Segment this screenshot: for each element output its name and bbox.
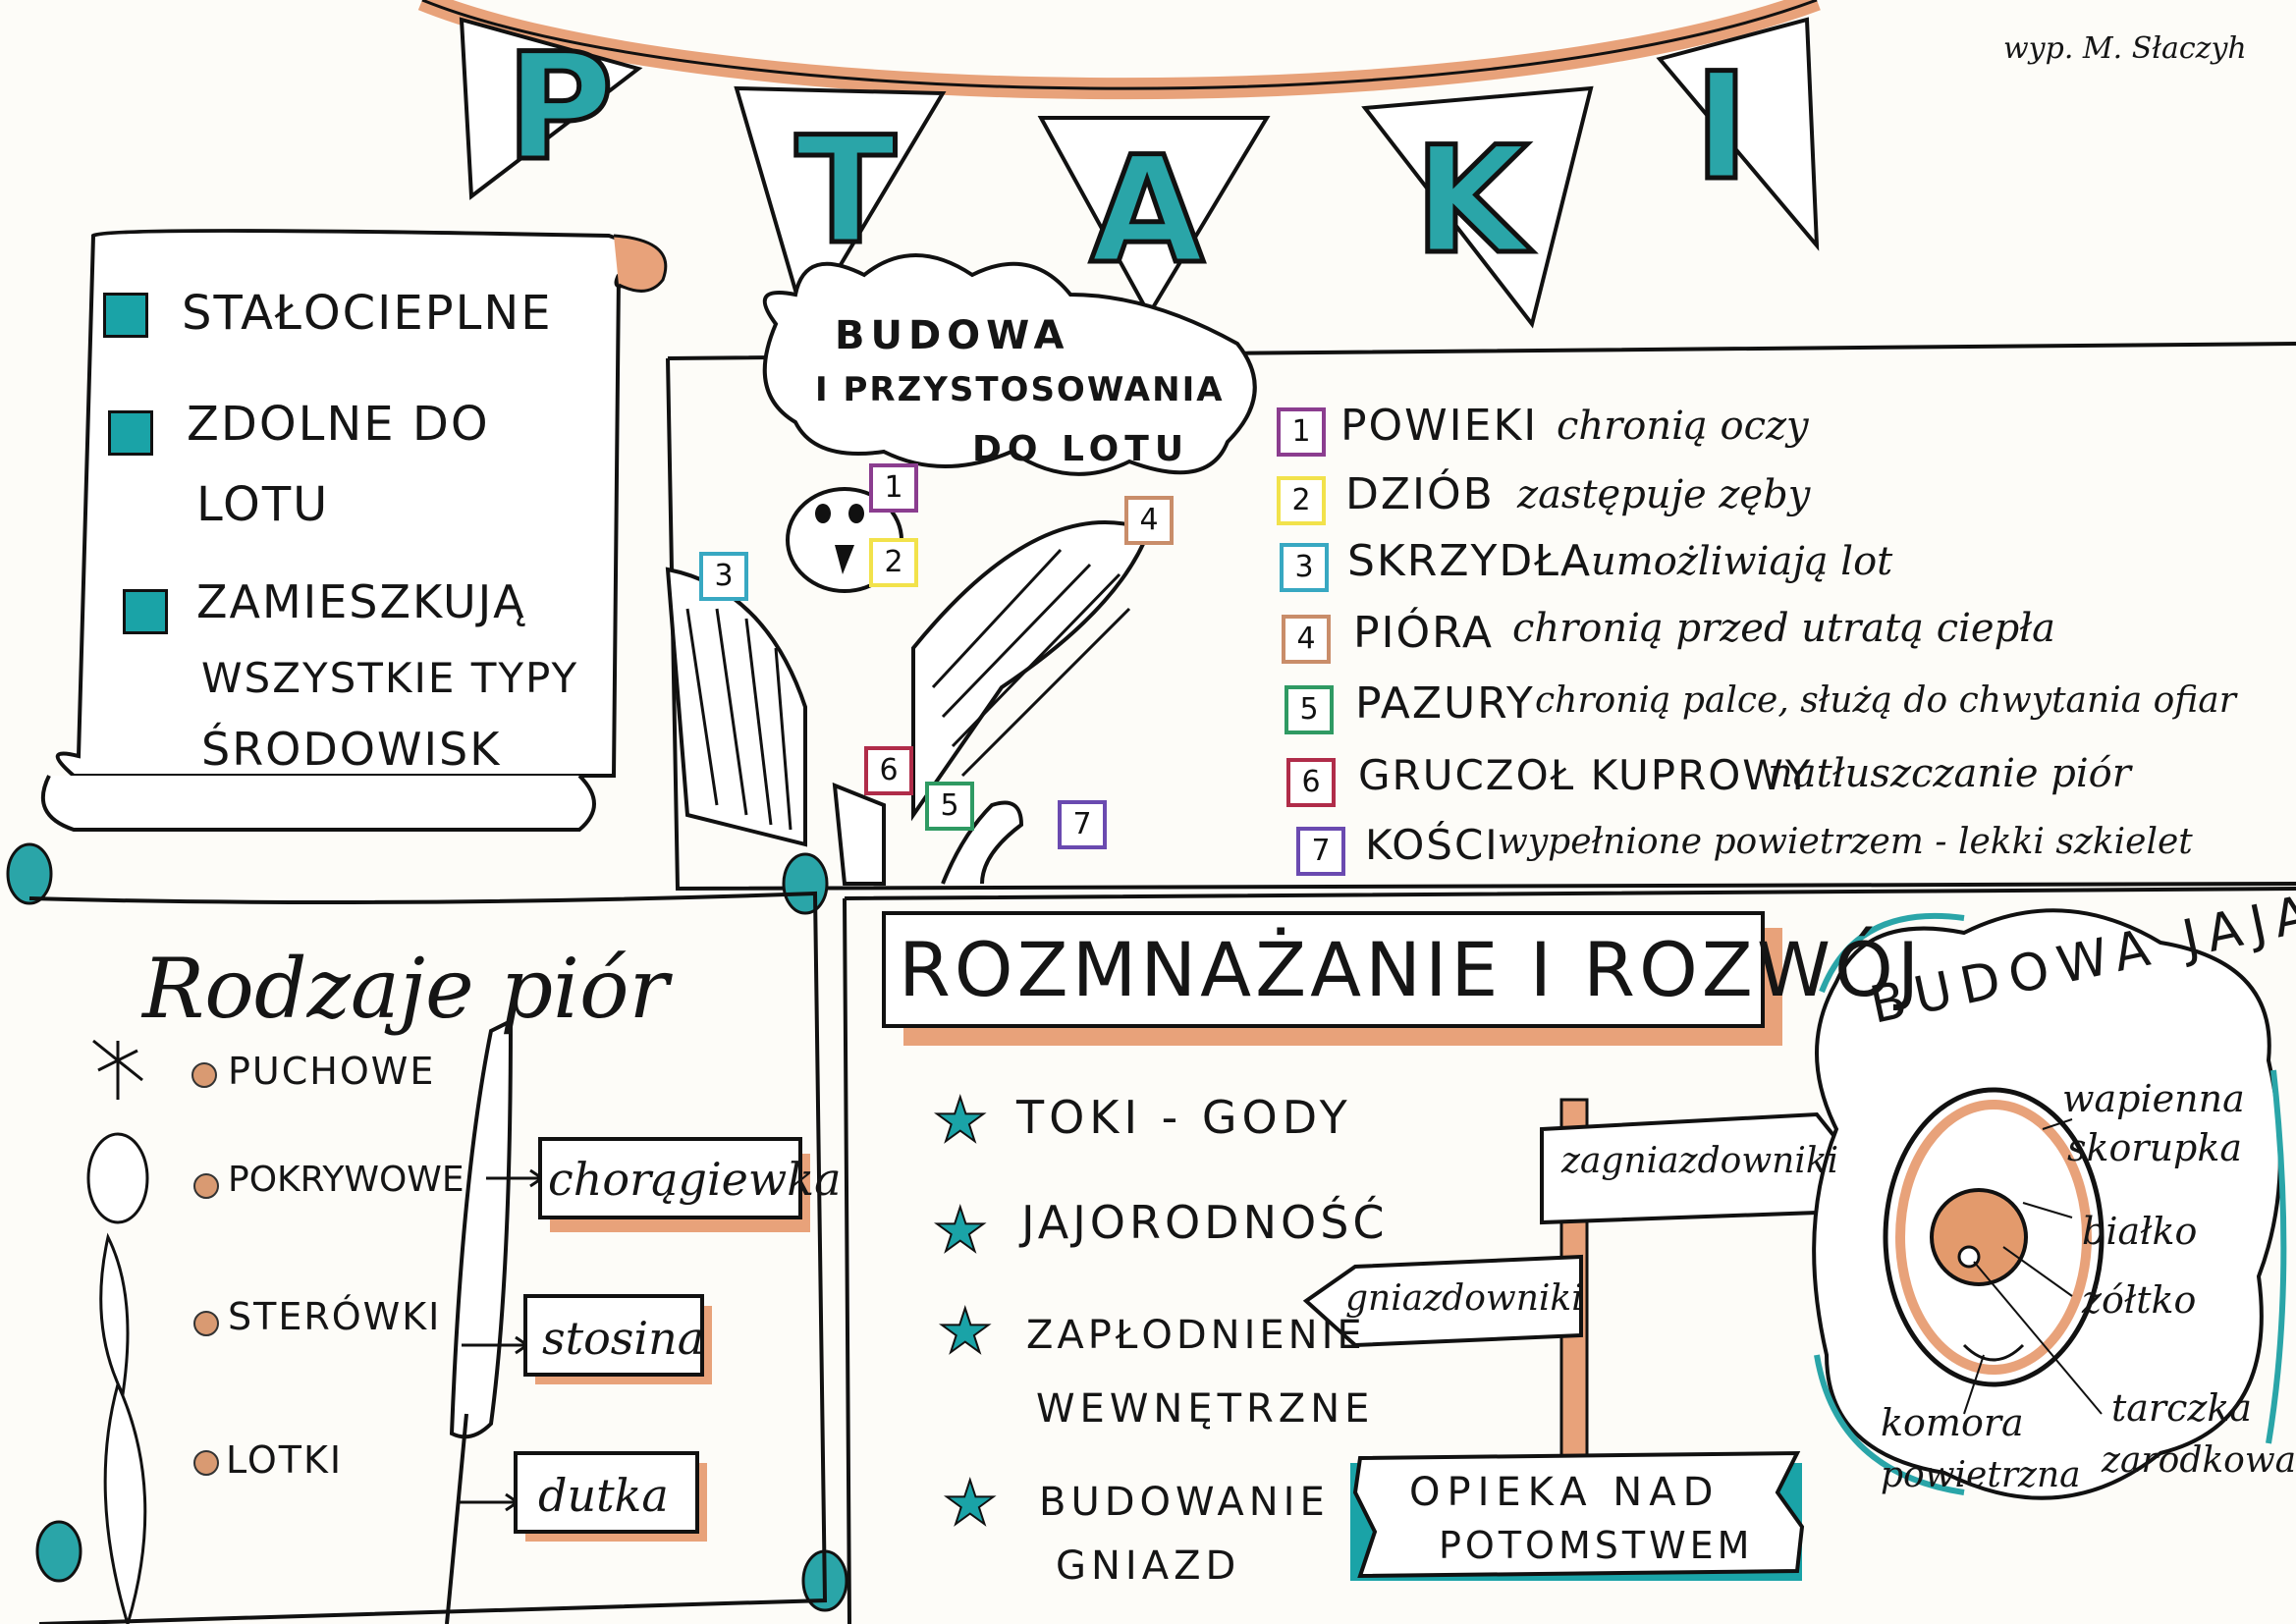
title-letter: K [1411, 116, 1530, 287]
bird-left-wing [665, 567, 807, 847]
title-letter: P [504, 23, 617, 193]
flag-p [459, 17, 643, 200]
adaptation-name: SKRZYDŁA [1347, 536, 1593, 586]
bullet-dot [191, 1062, 217, 1088]
star-icon: ★ [942, 1467, 999, 1539]
care-box [1352, 1450, 1805, 1579]
list-number: 7 [1296, 827, 1345, 876]
egg-label: komora [1881, 1401, 2024, 1444]
flag-i [1656, 17, 1820, 251]
trait-text: WSZYSTKIE TYPY [201, 654, 579, 702]
signpost-label: zagniazdowniki [1561, 1141, 1839, 1181]
signpost-label: gniazdowniki [1345, 1278, 1583, 1319]
marker-1: 1 [869, 463, 918, 513]
cloud-title-line: BUDOWA [835, 313, 1070, 358]
trait-text: LOTU [196, 477, 330, 532]
reproduction-item: TOKI - GODY [1016, 1091, 1352, 1144]
feather-type: PUCHOWE [228, 1050, 436, 1093]
marker-5: 5 [925, 782, 974, 831]
adaptation-desc: umożliwiają lot [1591, 539, 1893, 584]
egg-label: powietrzna [1881, 1455, 2081, 1495]
care-text: POTOMSTWEM [1439, 1524, 1754, 1567]
feather-type: STERÓWKI [228, 1295, 442, 1338]
bullet-dot [193, 1311, 219, 1336]
list-number: 1 [1277, 407, 1326, 457]
feather-part: dutka [538, 1469, 669, 1522]
author-signature: wyp. M. Słaczyh [2003, 31, 2247, 66]
egg-label: żółtko [2082, 1278, 2197, 1322]
star-icon: ★ [932, 1084, 989, 1156]
trait-text: STAŁOCIEPLNE [182, 286, 553, 341]
star-icon: ★ [937, 1295, 994, 1367]
flag-k [1361, 85, 1594, 329]
cloud-title-line: DO LOTU [972, 429, 1190, 469]
title-letter: T [793, 106, 898, 277]
egg-label: białko [2082, 1210, 2198, 1253]
marker-2: 2 [869, 538, 918, 587]
adaptation-desc: zastępuje zęby [1517, 472, 1811, 517]
reproduction-item: ZAPŁODNIENIE [1026, 1313, 1366, 1358]
trait-text: ZAMIESZKUJĄ [196, 575, 526, 628]
marker-3: 3 [699, 552, 748, 601]
reproduction-title: ROZMNAŻANIE I ROZWÓJ [899, 926, 1924, 1013]
adaptation-name: POWIEKI [1340, 401, 1539, 451]
egg-label: tarczka [2111, 1386, 2253, 1430]
flag-a [1037, 116, 1271, 319]
adaptation-desc: wypełnione powietrzem - lekki szkielet [1498, 822, 2193, 862]
feather-type: LOTKI [226, 1438, 344, 1482]
bullet-dot [193, 1173, 219, 1199]
cloud [762, 253, 1257, 476]
adaptation-desc: chronią przed utratą ciepła [1512, 606, 2056, 651]
adaptation-desc: chronią oczy [1557, 404, 1809, 449]
egg-label: wapienna [2062, 1077, 2245, 1120]
list-number: 6 [1286, 758, 1336, 807]
reproduction-item: BUDOWANIE [1039, 1480, 1330, 1525]
list-number: 2 [1277, 476, 1326, 525]
adaptation-name: PIÓRA [1353, 608, 1495, 658]
egg-label: zarodkowa [2102, 1440, 2296, 1481]
list-number: 4 [1282, 615, 1331, 664]
list-number: 5 [1285, 685, 1334, 734]
reproduction-panel [843, 887, 2296, 1624]
care-text: OPIEKA NAD [1409, 1470, 1721, 1515]
adaptation-desc: natłuszczanie piór [1768, 751, 2131, 796]
cloud-title-line: I PRZYSTOSOWANIA [815, 370, 1225, 409]
flag-t [734, 85, 947, 329]
reproduction-item: WEWNĘTRZNE [1036, 1386, 1375, 1432]
sign-left [1302, 1254, 1583, 1348]
star-icon: ★ [932, 1194, 989, 1266]
title-letter: I [1692, 42, 1752, 213]
feathers-panel [28, 891, 828, 1624]
feather-part: stosina [542, 1312, 705, 1365]
marker-4: 4 [1124, 496, 1174, 545]
trait-text: ZDOLNE DO [187, 397, 490, 452]
adaptation-name: DZIÓB [1345, 469, 1495, 519]
bullet-dot [193, 1450, 219, 1476]
pin-icon [6, 842, 53, 905]
adaptation-name: GRUCZOŁ KUPROWY [1358, 751, 1813, 799]
bird-bone [941, 800, 1024, 885]
teal-bullet-icon [103, 293, 148, 338]
egg-yolk [1930, 1188, 2028, 1286]
reproduction-item: GNIAZD [1056, 1543, 1241, 1589]
reproduction-item: JAJORODNOŚĆ [1021, 1196, 1389, 1249]
feather-type: POKRYWOWE [228, 1160, 465, 1200]
list-number: 3 [1280, 543, 1329, 592]
trait-text: ŚRODOWISK [201, 723, 502, 776]
feathers-title: Rodzaje piór [142, 941, 669, 1037]
teal-bullet-icon [108, 410, 153, 456]
adaptation-desc: chronią palce, służą do chwytania ofiar [1535, 680, 2236, 721]
teal-bullet-icon [123, 589, 168, 634]
marker-7: 7 [1058, 800, 1107, 849]
adaptation-name: KOŚCI [1365, 821, 1500, 869]
marker-6: 6 [864, 746, 913, 795]
egg-label: skorupka [2067, 1126, 2243, 1169]
adaptation-name: PAZURY [1355, 678, 1535, 729]
title-letter: A [1087, 126, 1206, 297]
feather-part: chorągiewka [548, 1153, 842, 1206]
